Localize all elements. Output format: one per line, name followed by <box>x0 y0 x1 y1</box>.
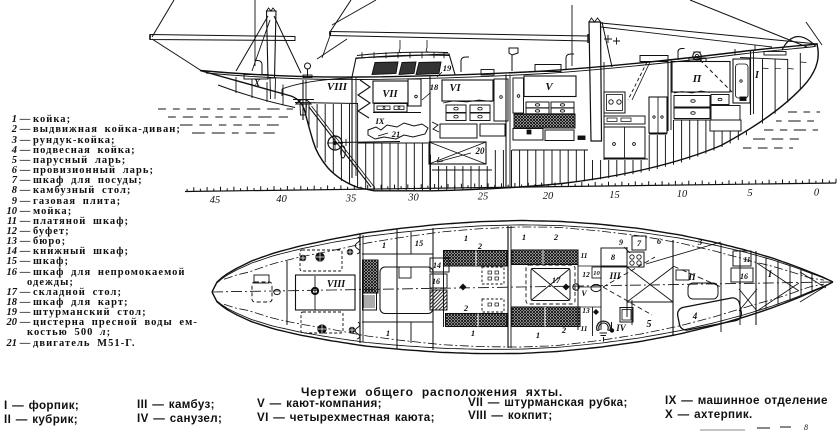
svg-text:19: 19 <box>443 63 452 73</box>
svg-text:15: 15 <box>415 238 424 248</box>
svg-text:11: 11 <box>580 251 587 260</box>
svg-text:VIII: VIII <box>327 279 346 290</box>
svg-text:14: 14 <box>433 261 441 270</box>
svg-text:10: 10 <box>593 270 600 277</box>
svg-text:X: X <box>253 78 261 88</box>
svg-text:4: 4 <box>692 311 698 321</box>
svg-text:П: П <box>692 73 702 85</box>
svg-text:13: 13 <box>582 306 590 315</box>
svg-text:20: 20 <box>475 146 486 156</box>
svg-text:2: 2 <box>553 232 559 242</box>
svg-text:16: 16 <box>740 272 748 281</box>
svg-text:9: 9 <box>619 238 623 247</box>
svg-text:VIII: VIII <box>327 81 348 93</box>
svg-text:25: 25 <box>478 192 489 203</box>
svg-text:III: III <box>608 272 620 282</box>
svg-text:2: 2 <box>561 325 567 335</box>
svg-text:30: 30 <box>407 193 419 204</box>
svg-text:40: 40 <box>276 194 287 205</box>
svg-text:II: II <box>687 272 696 282</box>
svg-text:1: 1 <box>382 240 386 250</box>
svg-text:17: 17 <box>552 275 561 285</box>
svg-text:12: 12 <box>582 270 590 279</box>
svg-text:2: 2 <box>477 241 483 251</box>
svg-text:V: V <box>581 289 587 298</box>
svg-text:1: 1 <box>464 233 468 243</box>
svg-text:11: 11 <box>743 255 750 264</box>
svg-text:IV: IV <box>615 323 627 333</box>
svg-text:1: 1 <box>471 328 475 338</box>
svg-text:I: I <box>767 270 772 280</box>
svg-text:35: 35 <box>345 193 357 204</box>
svg-text:VI: VI <box>449 83 461 94</box>
svg-text:11: 11 <box>580 324 587 333</box>
svg-text:3: 3 <box>697 237 703 247</box>
svg-text:45: 45 <box>210 195 221 206</box>
svg-text:6: 6 <box>657 236 662 246</box>
svg-text:10: 10 <box>677 189 688 200</box>
svg-text:5: 5 <box>647 319 652 330</box>
svg-text:2: 2 <box>463 303 469 313</box>
svg-text:15: 15 <box>609 190 620 201</box>
svg-text:8: 8 <box>804 423 808 431</box>
svg-text:16: 16 <box>432 277 440 286</box>
svg-text:21: 21 <box>391 129 401 139</box>
svg-text:0: 0 <box>814 187 820 198</box>
svg-text:1: 1 <box>522 232 526 242</box>
svg-text:1: 1 <box>536 330 540 340</box>
svg-text:V: V <box>545 81 554 93</box>
svg-text:IX: IX <box>375 116 385 126</box>
svg-text:I: I <box>754 70 760 81</box>
svg-text:7: 7 <box>637 238 642 248</box>
svg-text:1: 1 <box>386 328 390 338</box>
svg-text:8: 8 <box>611 252 616 262</box>
svg-text:20: 20 <box>543 191 554 202</box>
svg-text:18: 18 <box>430 82 439 92</box>
svg-text:VII: VII <box>382 89 398 100</box>
svg-text:5: 5 <box>747 188 752 199</box>
